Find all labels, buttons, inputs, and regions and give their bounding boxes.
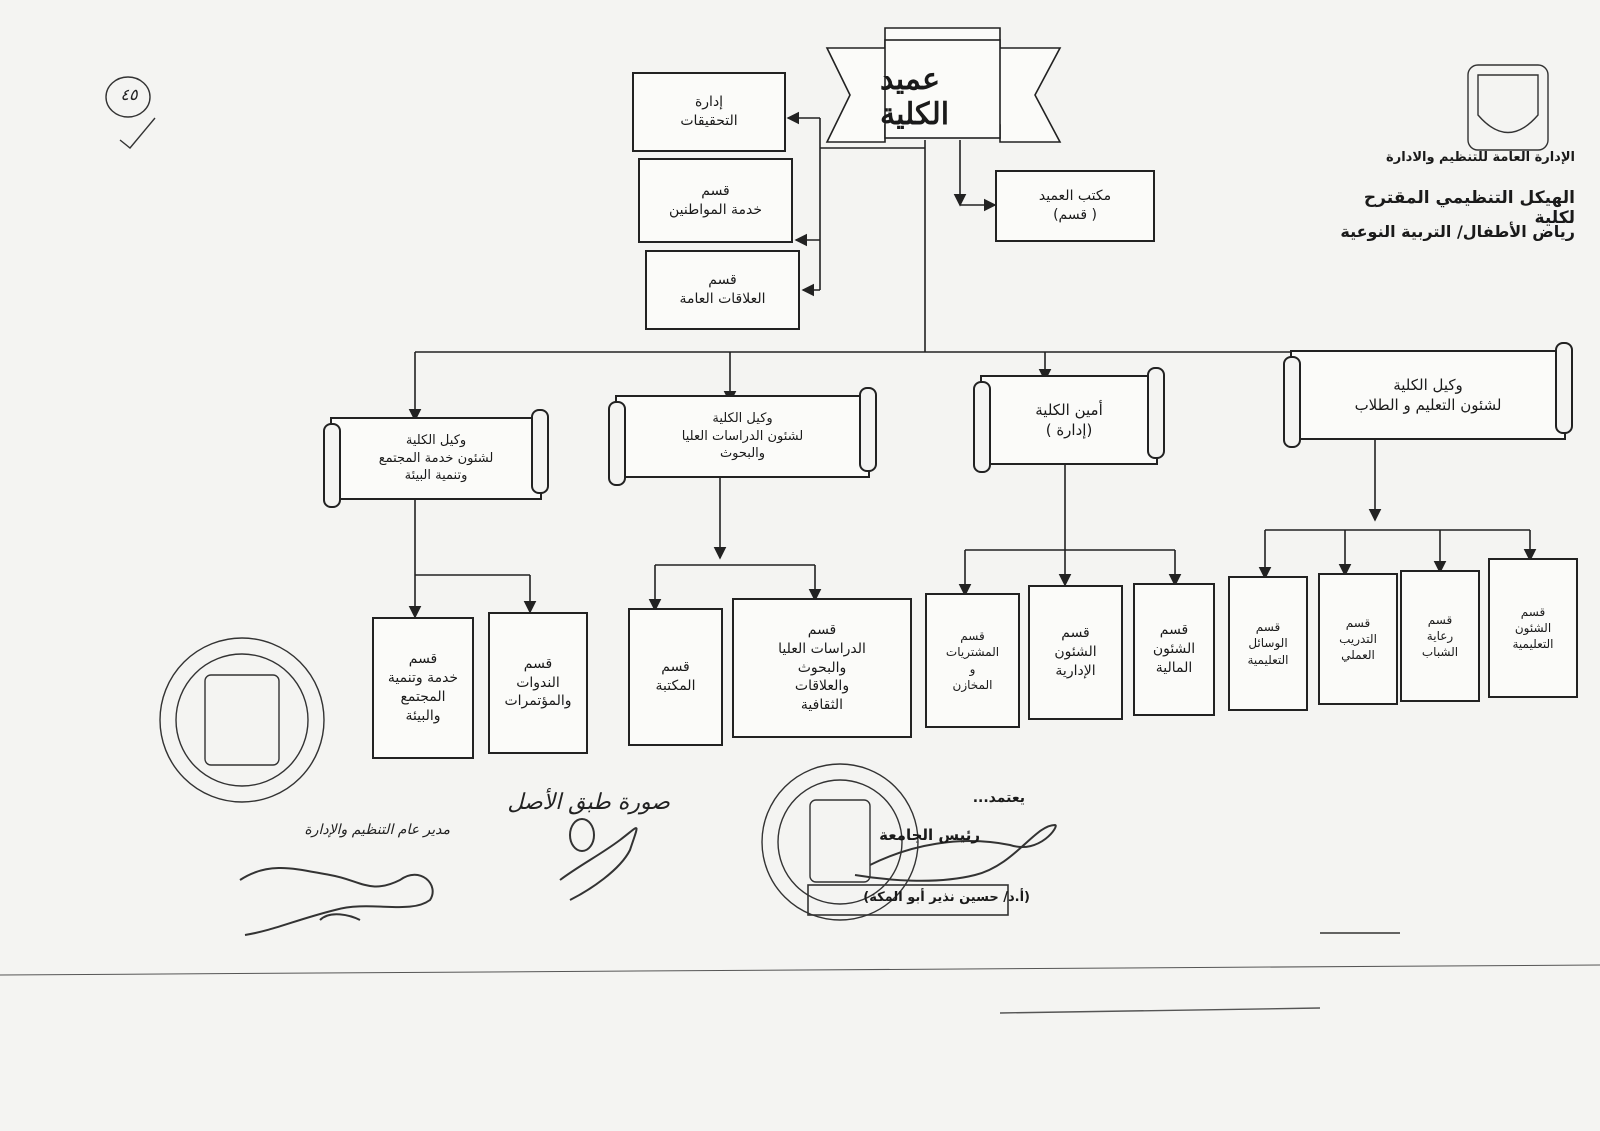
approval-label: يعتمد... xyxy=(972,790,1025,806)
signature-center xyxy=(559,827,638,901)
college-logo xyxy=(1467,64,1549,151)
unit-investigations: إدارة التحقيقات xyxy=(632,72,786,152)
approval-role: رئيس الجامعة xyxy=(879,826,980,844)
handwritten-true-copy: صورة طبق الأصل xyxy=(507,790,670,815)
header-line-3: رياض الأطفال/ التربية النوعية xyxy=(1340,222,1575,241)
dept-community-environment: قسم خدمة وتنمية المجتمع والبيئة xyxy=(372,617,474,759)
header-line-1: الإدارة العامة للتنظيم والادارة xyxy=(1386,150,1575,165)
dept-graduate-studies: قسم الدراسات العليا والبحوث والعلاقات ال… xyxy=(732,598,912,738)
dept-practical-training: قسم التدريب العملي xyxy=(1318,573,1398,705)
dept-seminars-conferences: قسم الندوات والمؤتمرات xyxy=(488,612,588,754)
dean-title: عميد الكلية xyxy=(880,62,950,132)
dept-educational-affairs: قسم الشئون التعليمية xyxy=(1488,558,1578,698)
approval-name: (أ.د/ حسين نذير أبو المكة) xyxy=(863,890,1030,905)
page-number: ٤٥ xyxy=(120,85,138,104)
signature-right xyxy=(854,823,1057,882)
college-secretary: أمين الكلية (إدارة ) xyxy=(973,367,1165,473)
dept-library: قسم المكتبة xyxy=(628,608,723,746)
unit-public-relations: قسم العلاقات العامة xyxy=(645,250,800,330)
vice-dean-community-service: وكيل الكلية لشئون خدمة المجتمع وتنمية ال… xyxy=(323,409,549,508)
university-seal-left xyxy=(159,637,325,803)
dept-youth-care: قسم رعاية الشباب xyxy=(1400,570,1480,702)
dept-procurement-stores: قسم المشتريات و المخازن xyxy=(925,593,1020,728)
dept-administrative-affairs: قسم الشئون الإدارية xyxy=(1028,585,1123,720)
dept-financial-affairs: قسم الشئون المالية xyxy=(1133,583,1215,716)
signature-left xyxy=(239,867,434,936)
unit-citizen-service: قسم خدمة المواطنين xyxy=(638,158,793,243)
dept-educational-media: قسم الوسائل التعليمية xyxy=(1228,576,1308,711)
vice-dean-education-students: وكيل الكلية لشئون التعليم و الطلاب xyxy=(1283,342,1573,448)
university-seal-right xyxy=(761,763,919,921)
page-number-circle xyxy=(105,76,151,118)
vice-dean-graduate-research: وكيل الكلية لشئون الدراسات العليا والبحو… xyxy=(608,387,877,486)
dean-office-box: مكتب العميد ( قسم) xyxy=(995,170,1155,242)
header-line-2: الهيكل التنظيمي المقترح لكلية xyxy=(1363,188,1575,228)
handwritten-director-label: مدير عام التنظيم والإدارة xyxy=(304,822,450,838)
seals xyxy=(105,64,1549,936)
